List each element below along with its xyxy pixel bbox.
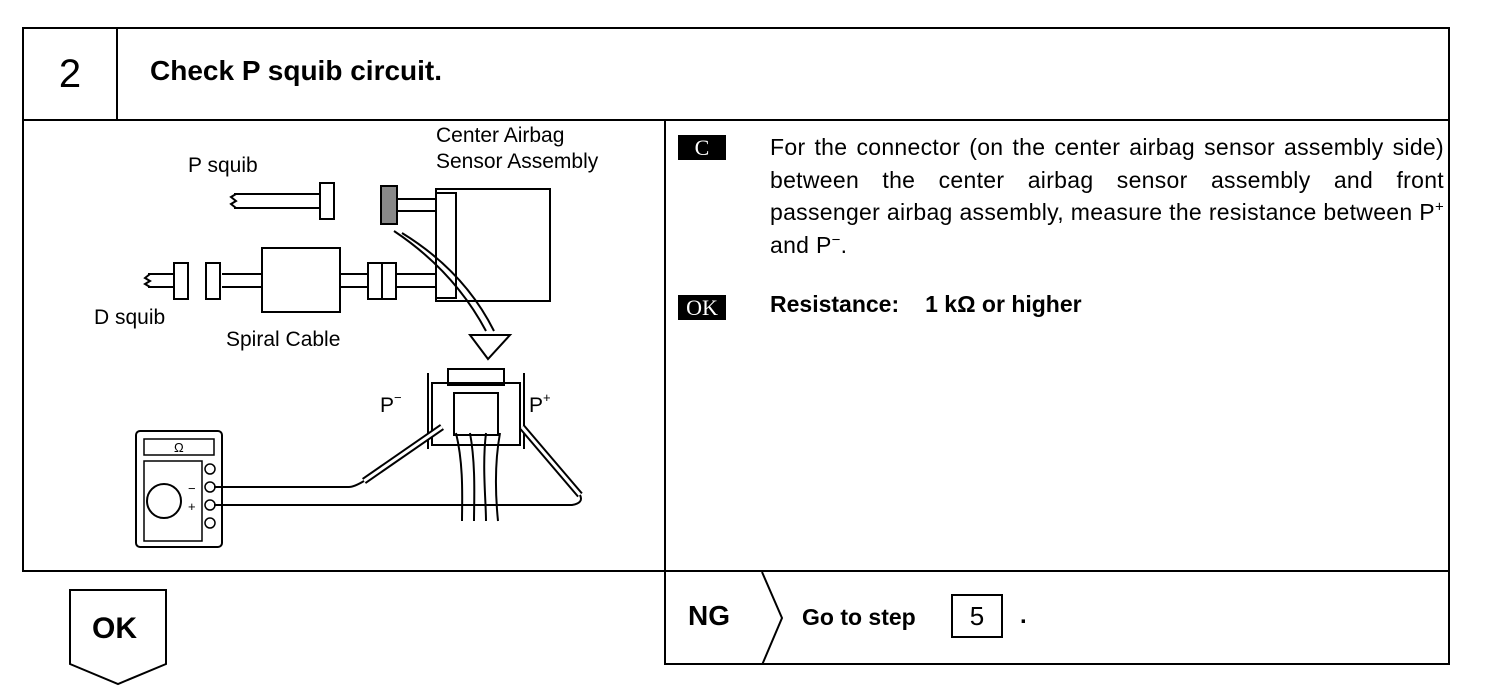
label-center-airbag: Center Airbag [436,124,564,147]
sensor-plug-hatched [380,185,398,225]
ng-step-link[interactable]: 5 [951,594,1003,638]
label-sensor-assembly: Sensor Assembly [436,150,599,173]
procedure-table: 2 Check P squib circuit. [22,27,1450,572]
ohmmeter-minus: − [188,481,196,496]
label-d-squib: D squib [94,306,165,329]
step-number: 2 [24,29,118,119]
label-p-minus: P− [380,390,402,417]
instruction-text: For the connector (on the center airbag … [770,134,1444,258]
label-p-squib: P squib [188,154,258,177]
ng-trailing-period: . [1020,602,1027,629]
label-spiral-cable: Spiral Cable [226,328,340,351]
condition-tag: C [678,135,726,160]
p-squib-connector [319,182,335,220]
resistance-value: 1 kΩ or higher [925,291,1082,317]
ng-chevron-icon [761,572,784,665]
ohmmeter [135,430,223,548]
ok-tag: OK [678,295,726,320]
step-header: 2 Check P squib circuit. [24,29,1448,121]
ng-goto-text: Go to step [802,604,916,630]
ohmmeter-dial [146,483,182,519]
ok-arrow-shape[interactable] [68,588,172,688]
ng-label: NG [688,600,730,631]
connector-detail [431,382,521,446]
ohmmeter-plus: + [188,499,196,514]
resistance-label: Resistance: [770,291,900,317]
label-p-plus: P+ [529,390,551,417]
ok-button-label: OK [92,612,137,645]
wiring-diagram-cell: Center Airbag Sensor Assembly P squib D … [24,121,666,572]
lead-negative [214,480,365,488]
resistance-spec: Resistance: 1 kΩ or higher [770,291,1082,318]
step-title: Check P squib circuit. [150,55,443,86]
sensor-connector [435,192,457,299]
instruction-cell: C For the connector (on the center airba… [666,121,1448,572]
wiring-diagram: Center Airbag Sensor Assembly P squib D … [94,124,599,548]
ohm-symbol: Ω [174,440,184,455]
ng-branch: NG Go to step 5 . [664,572,1450,665]
zoom-arrow [393,230,487,332]
spiral-cable-box [261,247,341,313]
lead-positive [214,494,582,506]
